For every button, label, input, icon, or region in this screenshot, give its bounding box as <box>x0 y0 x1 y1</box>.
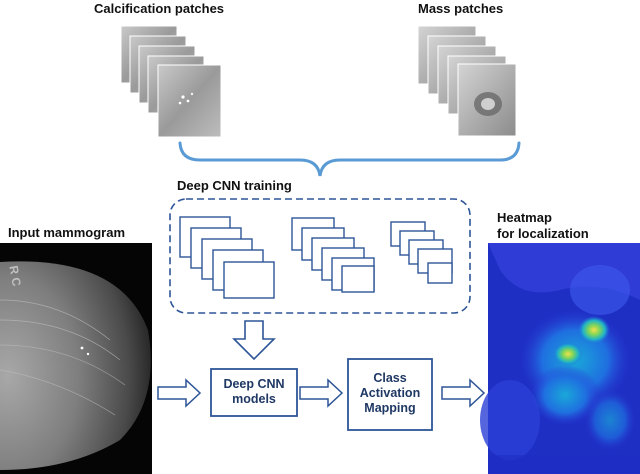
deep-cnn-models-text: Deep CNN models <box>211 377 297 407</box>
class-activation-mapping-text: Class Activation Mapping <box>348 371 432 416</box>
input-mammogram-image: R C <box>0 243 152 474</box>
deep-cnn-models-line1: Deep CNN <box>223 377 285 391</box>
down-arrow <box>232 320 276 361</box>
heatmap-label-line2: for localization <box>497 226 589 241</box>
cnn-training-container <box>169 198 471 314</box>
arrow-models-to-cam <box>299 378 344 408</box>
deep-cnn-models-line2: models <box>232 392 276 406</box>
feature-map-stack-large <box>179 216 275 299</box>
mass-patch-stack <box>417 25 517 137</box>
calcification-patches-label: Calcification patches <box>94 1 225 16</box>
cam-line2: Activation <box>359 386 421 400</box>
svg-text:R C: R C <box>6 264 23 287</box>
cam-line3: Mapping <box>364 401 416 415</box>
deep-cnn-training-label: Deep CNN training <box>177 178 292 193</box>
input-mammogram-label: Input mammogram <box>8 225 126 240</box>
feature-map-stack-medium <box>291 217 375 293</box>
feature-map-stack-small <box>390 221 453 284</box>
deep-cnn-models-box <box>210 368 298 417</box>
class-activation-mapping-box <box>347 358 433 431</box>
arrow-mammogram-to-models <box>157 378 202 408</box>
mass-patches-label: Mass patches <box>418 1 504 16</box>
heatmap-label-line1: Heatmap <box>497 210 552 225</box>
training-bracket <box>178 141 521 177</box>
arrow-cam-to-heatmap <box>441 378 486 408</box>
calcification-patch-stack <box>120 25 222 138</box>
cam-line1: Class <box>373 371 407 385</box>
heatmap-image <box>480 243 640 474</box>
